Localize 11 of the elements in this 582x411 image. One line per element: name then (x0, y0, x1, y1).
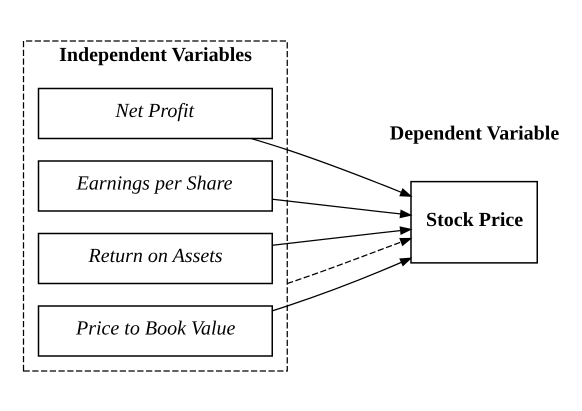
node-box: Stock Price (410, 180, 538, 264)
arrow (272, 198, 412, 218)
node-box: Return on Assets (38, 232, 273, 284)
label: Dependent Variable (390, 122, 560, 144)
arrow (287, 237, 412, 284)
node-box: Earnings per Share (38, 160, 273, 212)
arrow (250, 137, 412, 196)
node-box: Price to Book Value (38, 304, 273, 356)
arrow (272, 226, 412, 246)
arrow (272, 256, 412, 311)
node-box: Net Profit (38, 87, 273, 139)
